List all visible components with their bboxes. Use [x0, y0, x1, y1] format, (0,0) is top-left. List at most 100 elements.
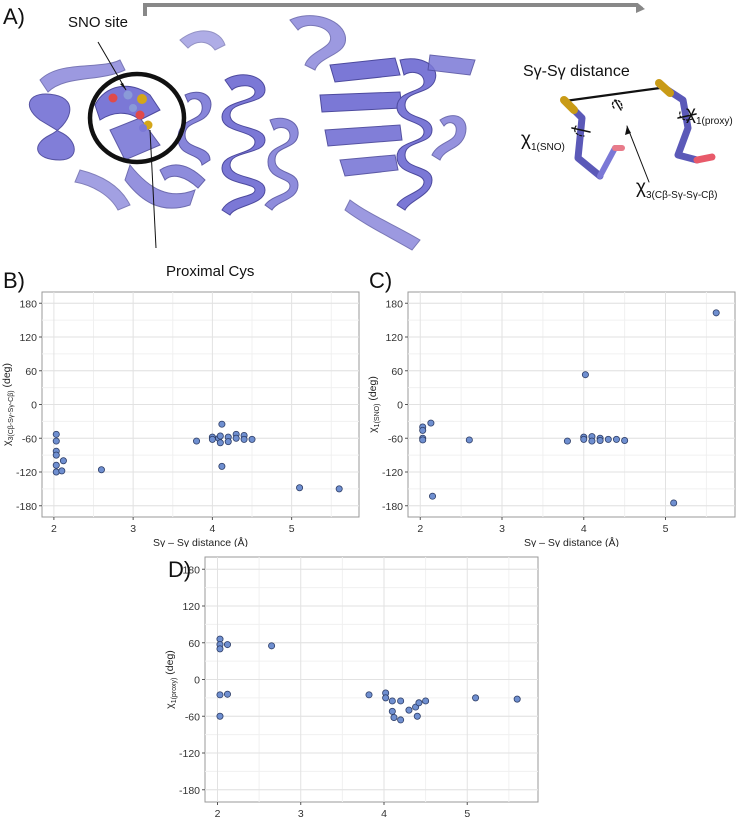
x-axis-label: Sγ – Sγ distance (Å) — [153, 536, 248, 547]
panel-c-letter: C) — [369, 268, 393, 293]
data-point — [388, 697, 396, 705]
data-point — [604, 435, 612, 443]
y-tick-label: -120 — [179, 748, 200, 760]
y-axis-label: χ1(SNO) (deg) — [367, 376, 381, 433]
data-point — [588, 437, 596, 445]
data-point — [268, 642, 276, 650]
y-tick-label: -120 — [16, 467, 37, 479]
y-tick-label: -180 — [179, 785, 200, 797]
data-point — [223, 690, 231, 698]
data-point — [596, 436, 604, 444]
y-tick-label: -120 — [382, 467, 403, 479]
y-tick-label: 60 — [188, 638, 200, 650]
data-point — [240, 435, 248, 443]
y-tick-label: 0 — [397, 400, 403, 412]
y-tick-label: 180 — [19, 298, 37, 310]
data-point — [223, 641, 231, 649]
data-point — [52, 430, 60, 438]
y-tick-label: 120 — [182, 601, 200, 613]
x-tick-label: 3 — [130, 523, 136, 535]
data-point — [59, 457, 67, 465]
y-tick-label: -180 — [382, 501, 403, 513]
data-point — [397, 716, 405, 724]
data-point — [580, 435, 588, 443]
data-point — [563, 437, 571, 445]
x-tick-label: 2 — [417, 523, 423, 535]
y-tick-label: -180 — [16, 501, 37, 513]
data-point — [581, 371, 589, 379]
panel-d-letter: D) — [168, 557, 192, 582]
chi1-sno-label: χ1(SNO) — [521, 129, 565, 153]
data-point — [52, 437, 60, 445]
data-point — [429, 492, 437, 500]
y-axis-label: χ3(Cβ-Sγ-Sγ-Cβ) (deg) — [1, 363, 15, 446]
x-tick-label: 4 — [581, 523, 587, 535]
data-point — [419, 436, 427, 444]
data-point — [218, 420, 226, 428]
x-tick-label: 2 — [215, 808, 221, 817]
sno-site-circle — [87, 71, 187, 165]
y-tick-label: 120 — [19, 332, 37, 344]
y-axis-label: χ1(proxy) (deg) — [164, 650, 178, 709]
data-point — [712, 309, 720, 317]
data-point — [248, 435, 256, 443]
data-point — [670, 499, 678, 507]
data-point — [427, 419, 435, 427]
x-tick-label: 5 — [663, 523, 669, 535]
data-point — [52, 451, 60, 459]
protein-structure-illustration — [28, 2, 716, 251]
y-tick-label: -60 — [388, 433, 403, 445]
data-point — [218, 462, 226, 470]
data-point — [216, 691, 224, 699]
panel-b-letter: B) — [3, 268, 25, 293]
data-point — [216, 439, 224, 447]
y-tick-label: 60 — [391, 366, 403, 378]
data-point — [621, 436, 629, 444]
data-point — [216, 645, 224, 653]
data-point — [232, 434, 240, 442]
y-tick-label: -60 — [185, 711, 200, 723]
y-tick-label: -60 — [22, 433, 37, 445]
x-tick-label: 5 — [464, 808, 470, 817]
panel-a-letter: A) — [3, 4, 25, 29]
data-point — [413, 712, 421, 720]
proximal-cys-label: Proximal Cys — [166, 263, 255, 280]
data-point — [193, 437, 201, 445]
data-point — [296, 484, 304, 492]
y-tick-label: 180 — [182, 564, 200, 576]
data-point — [465, 436, 473, 444]
data-point — [365, 691, 373, 699]
data-point — [52, 468, 60, 476]
y-tick-label: 0 — [31, 400, 37, 412]
data-point — [382, 694, 390, 702]
data-point — [52, 461, 60, 469]
x-tick-label: 5 — [289, 523, 295, 535]
x-axis-label: Sγ – Sγ distance (Å) — [524, 536, 619, 547]
data-point — [224, 438, 232, 446]
data-point — [208, 435, 216, 443]
bracket-arrow — [143, 2, 644, 16]
y-tick-label: 0 — [194, 675, 200, 687]
x-tick-label: 4 — [209, 523, 215, 535]
data-point — [397, 697, 405, 705]
y-tick-label: 180 — [385, 298, 403, 310]
x-tick-label: 4 — [381, 808, 387, 817]
data-point — [216, 432, 224, 440]
data-point — [405, 706, 413, 714]
x-tick-label: 3 — [298, 808, 304, 817]
data-point — [97, 466, 105, 474]
chi1-proxy-label: χ1(proxy) — [686, 103, 733, 127]
protein-helices-center — [177, 74, 299, 216]
data-point — [390, 713, 398, 721]
data-point — [422, 697, 430, 705]
data-point — [216, 712, 224, 720]
protein-ribbon-right — [289, 15, 476, 251]
x-tick-label: 2 — [51, 523, 57, 535]
y-tick-label: 120 — [385, 332, 403, 344]
distance-label: Sγ-Sγ distance — [523, 63, 630, 80]
cysteine-schematic — [560, 79, 716, 183]
x-tick-label: 3 — [499, 523, 505, 535]
data-point — [58, 467, 66, 475]
y-tick-label: 60 — [25, 366, 37, 378]
